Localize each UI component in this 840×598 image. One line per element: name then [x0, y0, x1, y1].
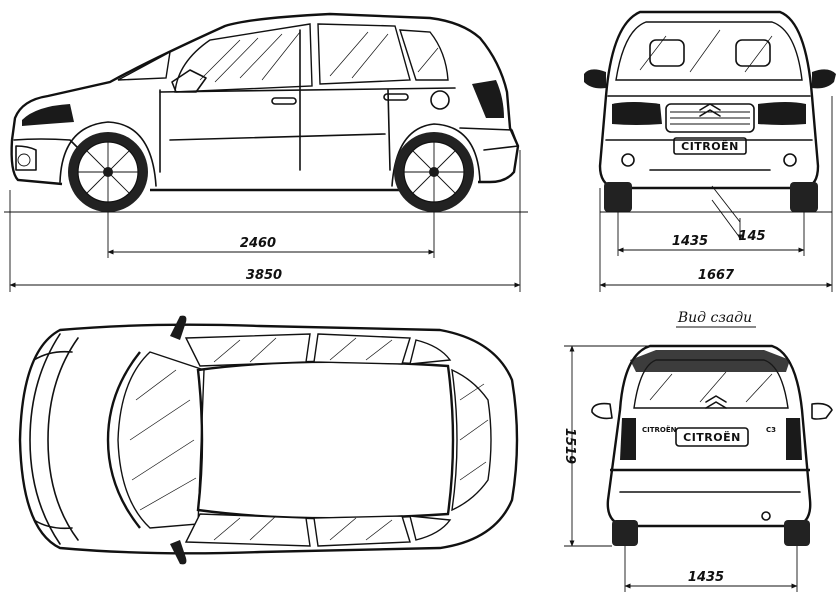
front-wheel — [68, 132, 148, 212]
rear-right-badge: C3 — [766, 426, 776, 434]
wheelbase-dimension: 2460 — [240, 236, 276, 251]
ground-clearance-dimension: 145 — [738, 229, 765, 244]
rear-view: Вид сзади CITROËN C3 CITROËN 1519 — [562, 310, 833, 592]
rear-badge: CITROËN — [683, 430, 741, 444]
overall-width-dimension: 1667 — [698, 268, 735, 283]
rear-track-dimension: 1435 — [688, 570, 724, 585]
overall-length-dimension: 3850 — [246, 268, 282, 283]
side-view: 2460 3850 — [4, 12, 528, 292]
front-track-dimension: 1435 — [672, 234, 708, 249]
front-badge: CITROËN — [681, 139, 739, 153]
rear-view-caption: Вид сзади — [677, 310, 752, 326]
front-view: CITROËN 1435 145 1667 — [584, 10, 836, 292]
rear-left-badge: CITROËN — [642, 425, 677, 434]
top-view — [18, 315, 519, 565]
rear-wheel — [394, 132, 474, 212]
overall-height-dimension: 1519 — [562, 428, 577, 464]
